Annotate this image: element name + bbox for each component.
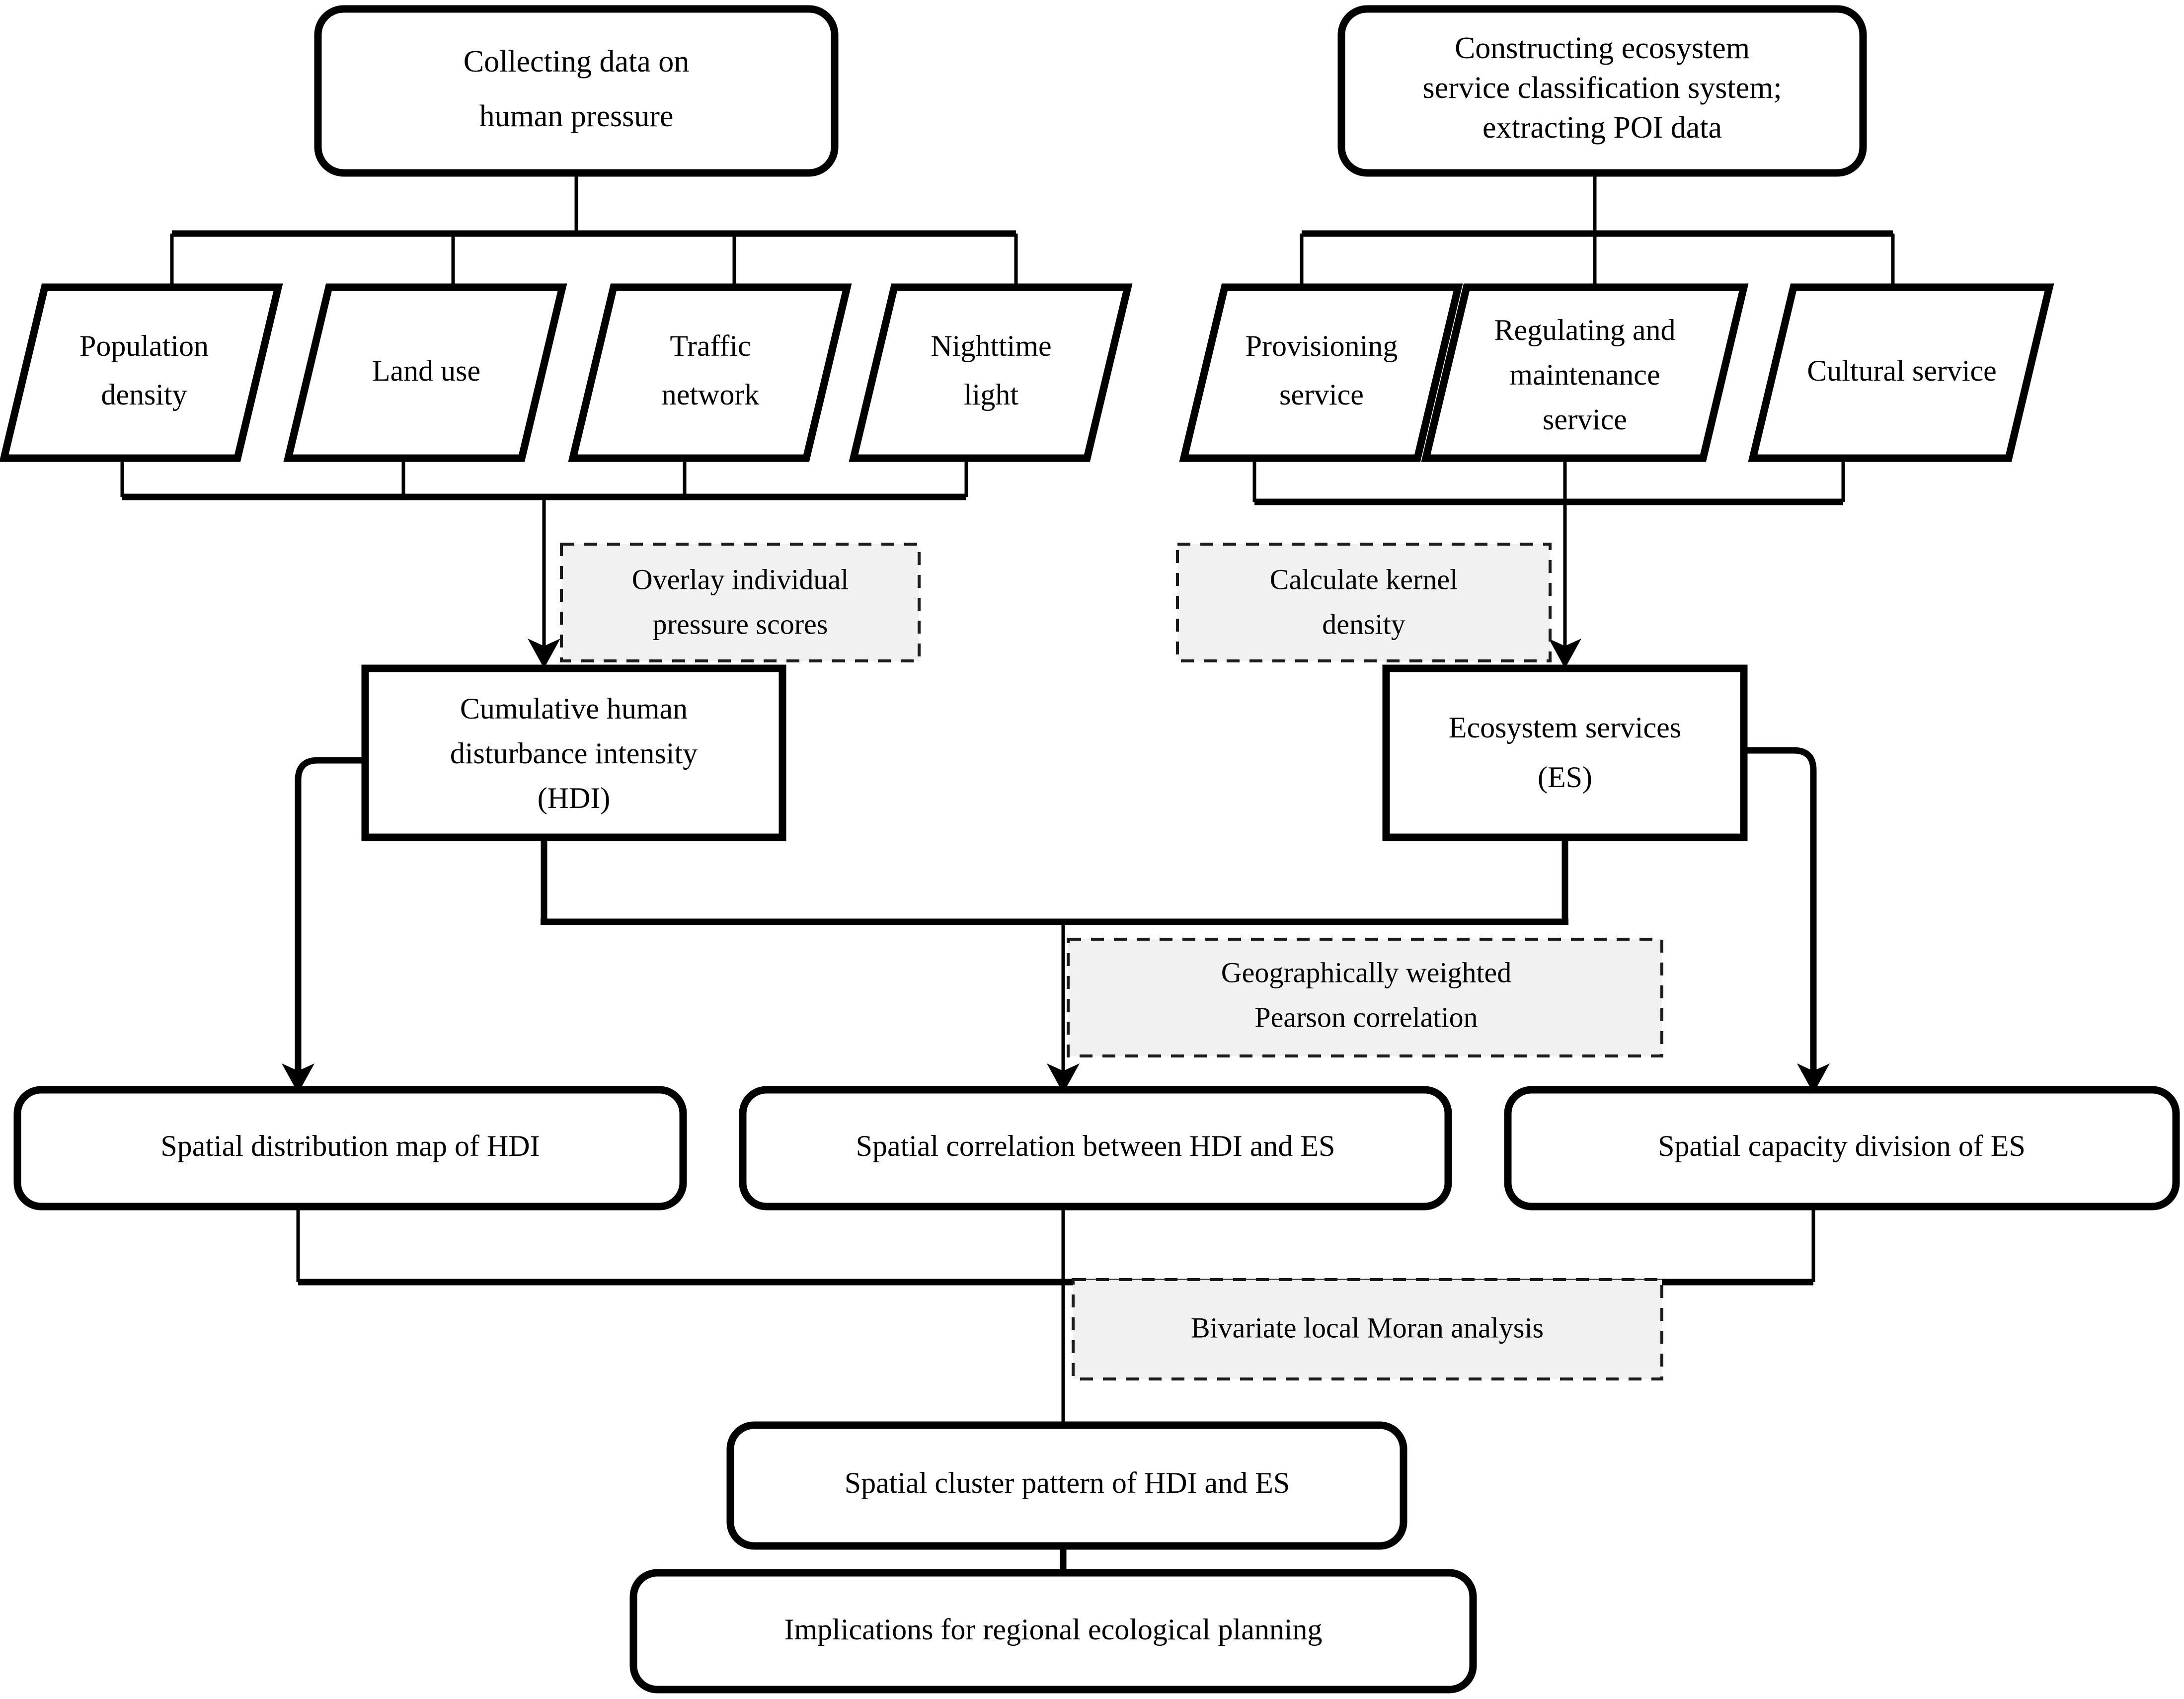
node-hdi[interactable]: Cumulative human disturbance intensity (…	[361, 664, 786, 841]
arrow-to-correlation	[1047, 1063, 1080, 1093]
pearson-line1: Geographically weighted	[1221, 956, 1512, 988]
process-label-calculate-kernel-density: Calculate kernel density	[1176, 543, 1552, 662]
hdi-line2: disturbance intensity	[450, 737, 698, 770]
regulating-line2: maintenance	[1509, 358, 1660, 391]
arrow-to-hdi	[528, 639, 560, 668]
nighttime-light-line1: Nighttime	[931, 329, 1051, 362]
traffic-network-line1: Traffic	[670, 329, 751, 362]
process-label-gw-pearson-correlation: Geographically weighted Pearson correlat…	[1067, 938, 1663, 1057]
moran-line1: Bivariate local Moran analysis	[1191, 1311, 1544, 1344]
es-line1: Ecosystem services	[1449, 711, 1681, 744]
arrow-to-es	[1549, 639, 1581, 668]
process-label-bivariate-moran: Bivariate local Moran analysis	[1072, 1278, 1663, 1380]
node-spatial-distribution-map-hdi[interactable]: Spatial distribution map of HDI	[13, 1086, 687, 1211]
node-population-density[interactable]: Population density	[0, 283, 283, 462]
hdi-line1: Cumulative human	[460, 692, 688, 725]
implications-label: Implications for regional ecological pla…	[784, 1613, 1323, 1646]
regulating-line3: service	[1543, 403, 1627, 436]
kernel-line2: density	[1322, 608, 1405, 640]
collect-line1: Collecting data on	[464, 45, 690, 79]
provisioning-service-line2: service	[1279, 378, 1364, 411]
hdi-line3: (HDI)	[538, 782, 611, 814]
collect-line2: human pressure	[479, 99, 674, 133]
node-implications[interactable]: Implications for regional ecological pla…	[629, 1569, 1477, 1694]
node-traffic-network[interactable]: Traffic network	[568, 283, 852, 462]
cluster-pattern-label: Spatial cluster pattern of HDI and ES	[845, 1466, 1290, 1499]
node-spatial-capacity-division-es[interactable]: Spatial capacity division of ES	[1504, 1086, 2180, 1211]
edge-es-to-capacity	[1744, 747, 1817, 1073]
population-density-line2: density	[101, 378, 187, 411]
node-spatial-cluster-pattern[interactable]: Spatial cluster pattern of HDI and ES	[726, 1421, 1407, 1550]
nighttime-light-line2: light	[964, 378, 1018, 411]
construct-line2: service classification system;	[1422, 71, 1782, 105]
node-es[interactable]: Ecosystem services (ES)	[1382, 664, 1748, 841]
construct-line1: Constructing ecosystem	[1455, 31, 1750, 65]
regulating-line1: Regulating and	[1494, 314, 1676, 346]
pearson-line2: Pearson correlation	[1254, 1001, 1478, 1033]
provisioning-service-line1: Provisioning	[1246, 329, 1398, 362]
node-provisioning-service[interactable]: Provisioning service	[1179, 283, 1463, 462]
node-cultural-service[interactable]: Cultural service	[1748, 283, 2054, 462]
arrow-to-distribution	[282, 1063, 314, 1093]
node-spatial-correlation-hdi-es[interactable]: Spatial correlation between HDI and ES	[739, 1086, 1452, 1211]
node-collect-human-pressure[interactable]: Collecting data on human pressure	[314, 5, 839, 177]
node-nighttime-light[interactable]: Nighttime light	[849, 283, 1133, 462]
node-regulating-maintenance-service[interactable]: Regulating and maintenance service	[1421, 283, 1749, 462]
kernel-line1: Calculate kernel	[1270, 563, 1458, 595]
traffic-network-line2: network	[662, 378, 760, 411]
edge-hdi-to-distribution	[295, 757, 365, 1073]
overlay-line1: Overlay individual	[632, 563, 849, 595]
population-density-line1: Population	[79, 329, 209, 362]
construct-line3: extracting POI data	[1482, 111, 1722, 145]
correlation-label: Spatial correlation between HDI and ES	[856, 1130, 1335, 1162]
arrow-to-capacity	[1797, 1063, 1830, 1093]
cultural-service-line1: Cultural service	[1807, 354, 1997, 387]
capacity-division-label: Spatial capacity division of ES	[1658, 1130, 2026, 1162]
node-land-use[interactable]: Land use	[283, 283, 567, 462]
distribution-map-label: Spatial distribution map of HDI	[160, 1130, 540, 1162]
process-label-overlay-pressure-scores: Overlay individual pressure scores	[560, 543, 921, 662]
overlay-line2: pressure scores	[653, 608, 828, 640]
land-use-line1: Land use	[372, 354, 480, 387]
es-line2: (ES)	[1538, 761, 1592, 794]
node-construct-es-system[interactable]: Constructing ecosystem service classific…	[1337, 5, 1867, 177]
